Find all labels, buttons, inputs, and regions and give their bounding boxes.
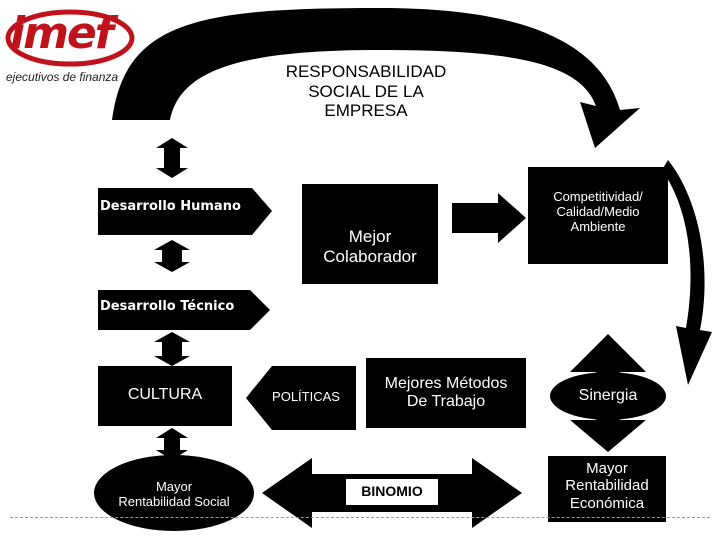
page-title: RESPONSABILIDAD SOCIAL DE LA EMPRESA [258, 62, 474, 121]
logo-wordmark: imef [10, 8, 114, 59]
mejores-metodos-box [366, 358, 526, 428]
title-line2: SOCIAL DE LA [308, 81, 424, 101]
competitividad-line2: Calidad/Medio [556, 203, 640, 219]
logo-tagline: ejecutivos de finanzas [6, 70, 118, 84]
rentabilidad-social-label: Mayor Rentabilidad Social [96, 479, 252, 510]
mejores-metodos-line2: De Trabajo [406, 393, 486, 411]
rentabilidad-economica-line3: Económica [569, 494, 645, 512]
competitividad-line3: Ambiente [570, 218, 626, 234]
cultura-box [98, 366, 232, 426]
rentabilidad-economica-label: Mayor Rentabilidad Económica [548, 460, 666, 512]
arrow-to-competitividad [452, 193, 526, 243]
title-line3: EMPRESA [324, 101, 408, 121]
mejor-colaborador-line2: Colaborador [323, 246, 417, 266]
rentabilidad-social-line2: Rentabilidad Social [118, 493, 230, 509]
double-arrow-humano-tecnico [154, 240, 190, 272]
bottom-rule [10, 517, 710, 518]
mejor-colaborador-line1: Mejor [348, 227, 392, 246]
mejores-metodos-label: Mejores Métodos De Trabajo [366, 375, 526, 412]
politicas-pentagon [246, 366, 356, 430]
top-curved-arrow [112, 8, 640, 148]
binomio-label-bg [346, 479, 438, 505]
double-arrow-cultura-rentabilidad [156, 428, 188, 460]
desarrollo-humano-label: Desarrollo Humano [100, 199, 241, 214]
rentabilidad-social-ellipse [94, 455, 254, 531]
competitividad-box [528, 167, 668, 264]
mejor-colaborador-box [302, 184, 438, 284]
sinergia-label: Sinergia [578, 387, 638, 404]
binomio-label: BINOMIO [361, 483, 423, 499]
mejor-colaborador-label: Mejor Colaborador [302, 227, 438, 266]
competitividad-label: Competitividad/ Calidad/Medio Ambiente [528, 189, 668, 235]
right-curved-arrow [662, 160, 712, 385]
double-arrow-title-humano [156, 138, 188, 178]
rentabilidad-social-line1: Mayor [155, 479, 193, 494]
desarrollo-tecnico-label: Desarrollo Técnico [100, 299, 235, 314]
competitividad-line1: Competitividad/ [553, 189, 643, 204]
desarrollo-humano-tag [98, 188, 272, 235]
rentabilidad-economica-line2: Rentabilidad [565, 477, 649, 495]
double-arrow-tecnico-cultura [154, 332, 190, 366]
politicas-label: POLÍTICAS [272, 389, 340, 404]
rentabilidad-economica-box [548, 456, 666, 522]
mejores-metodos-line1: Mejores Métodos [384, 375, 508, 392]
logo-swoosh-icon [5, 9, 135, 67]
title-line1: RESPONSABILIDAD [285, 62, 447, 81]
rentabilidad-economica-line1: Mayor [586, 460, 628, 477]
desarrollo-tecnico-tag [98, 290, 270, 330]
title-box [272, 58, 460, 134]
cultura-label: CULTURA [127, 386, 203, 403]
sinergia-ellipse [550, 372, 666, 420]
